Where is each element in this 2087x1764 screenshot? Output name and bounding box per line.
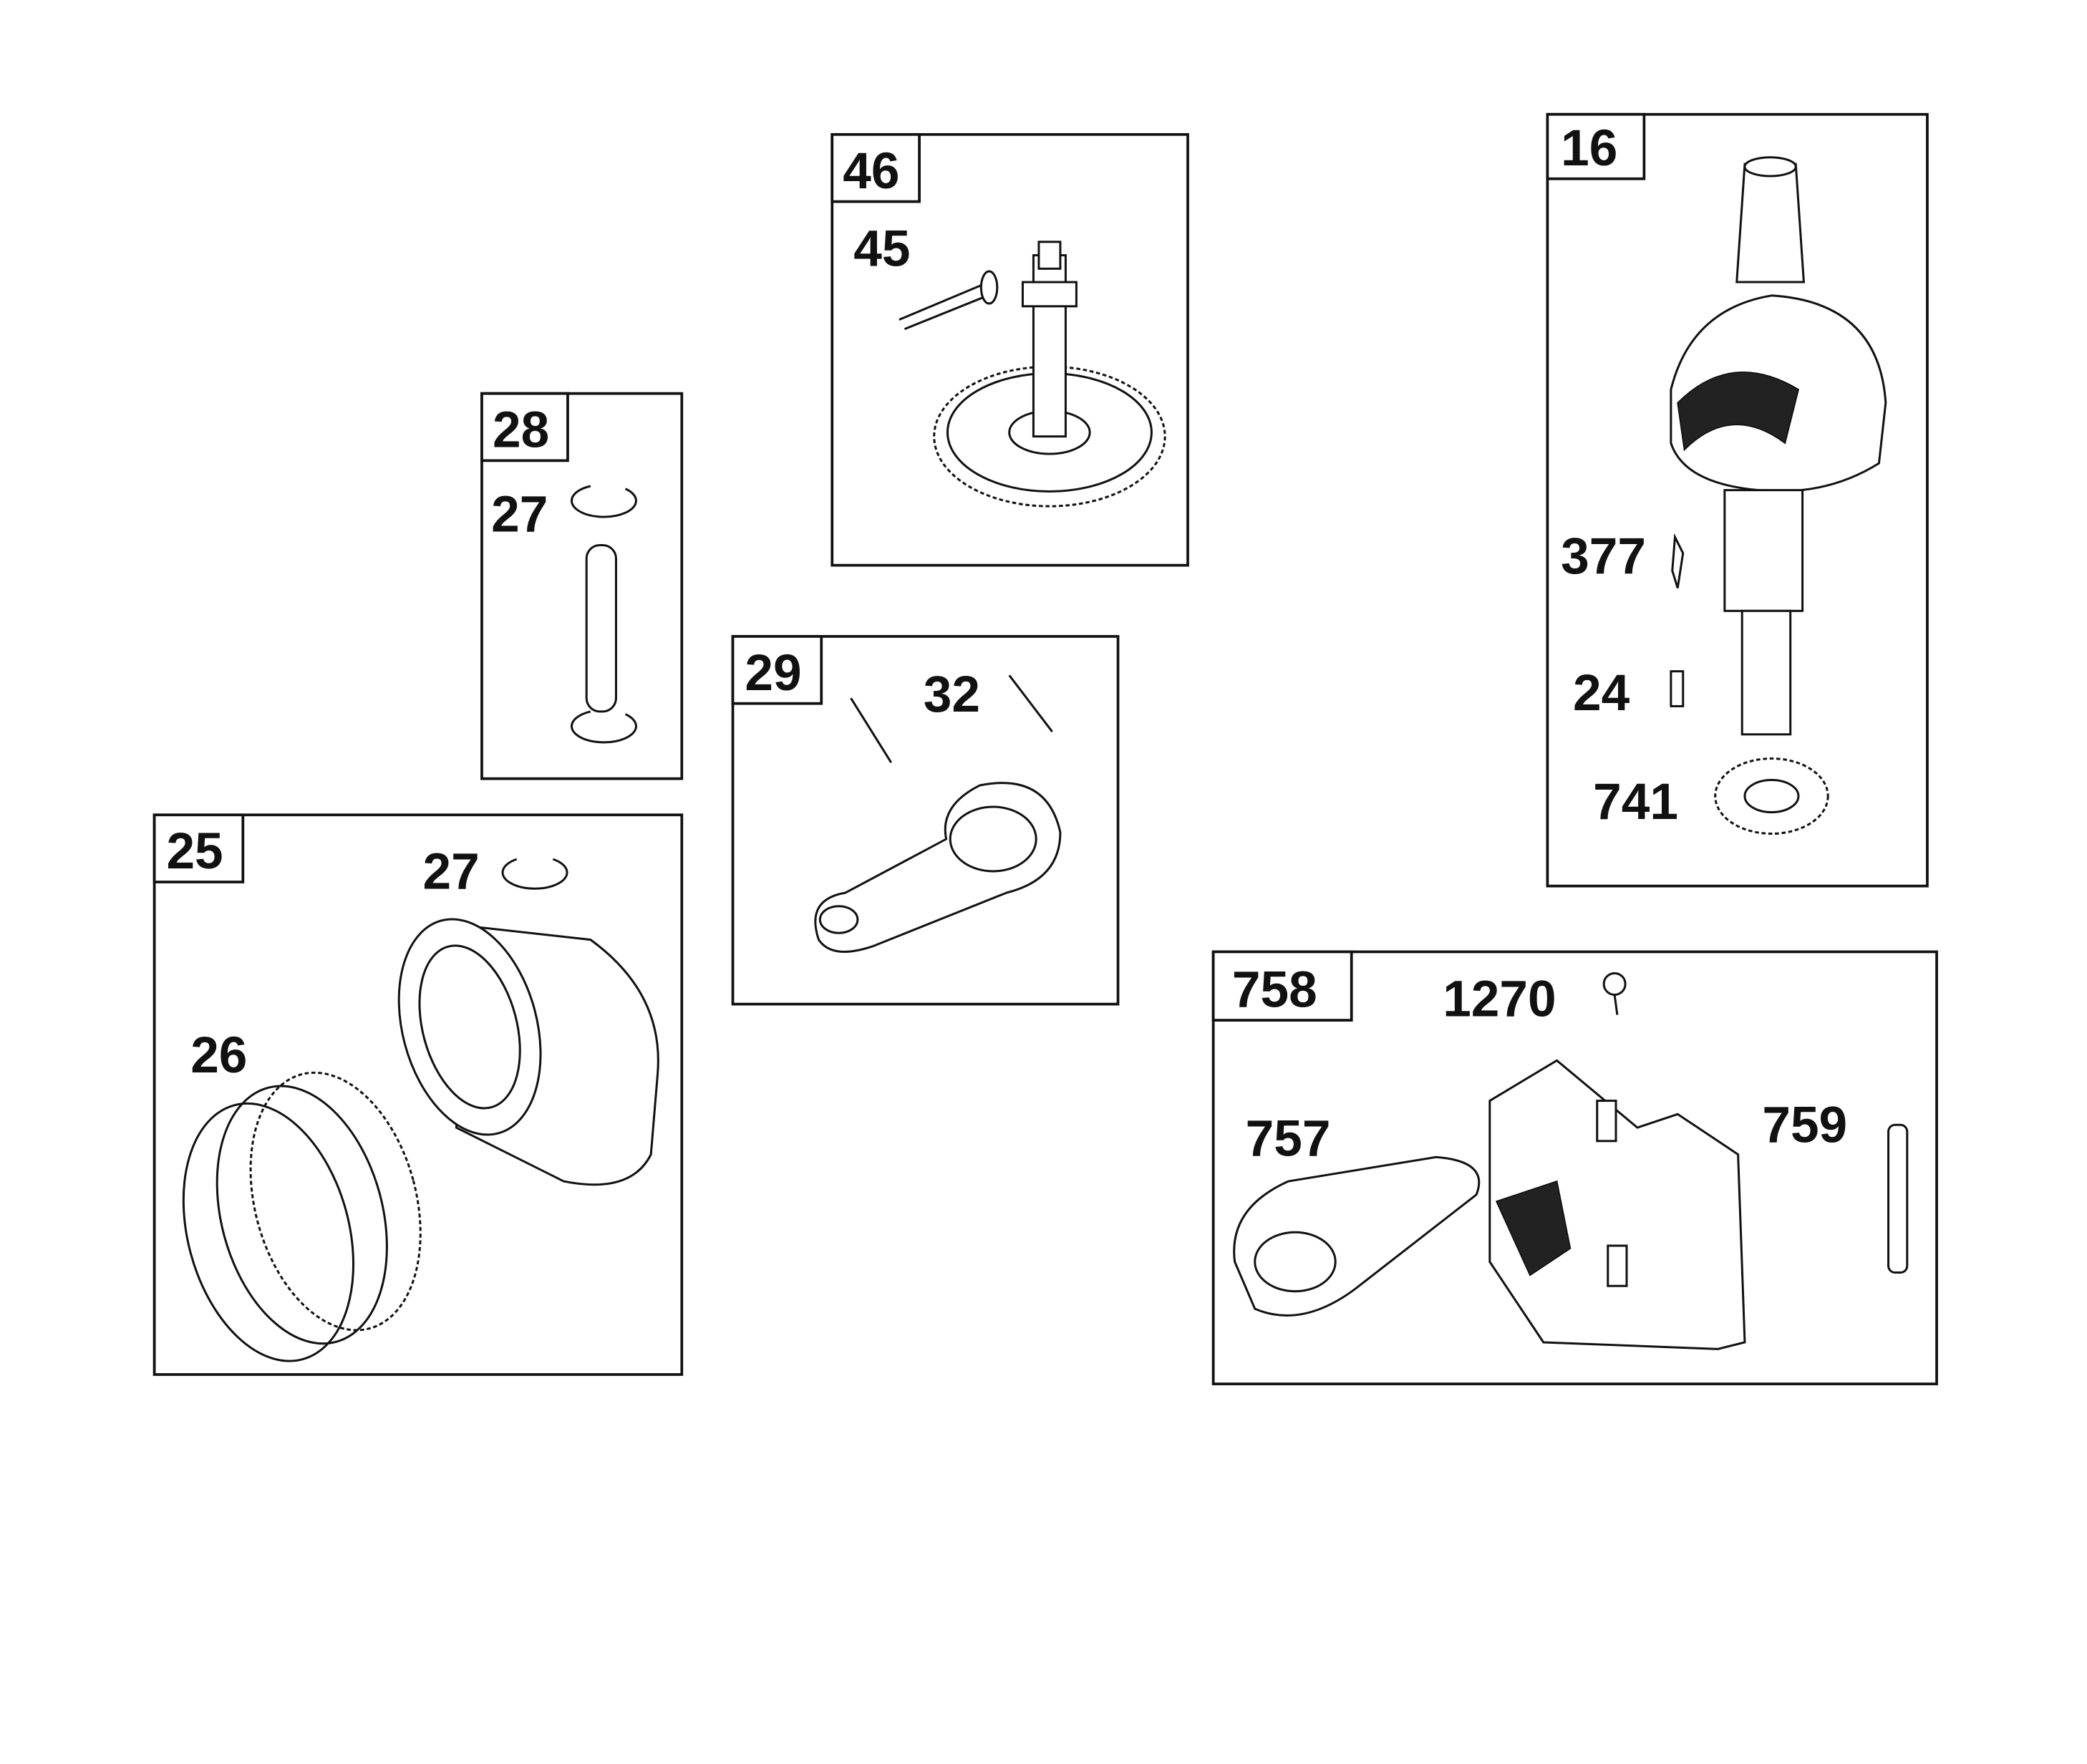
part-759-pin [1887, 1123, 1909, 1274]
kit-29[interactable]: 29 32 [731, 635, 1120, 1006]
part-32-label: 32 [924, 667, 980, 723]
retaining-ring-top [571, 485, 637, 518]
part-24-label: 24 [1573, 665, 1630, 722]
balancer-housing-drawing [1488, 1059, 1746, 1350]
part-26-label: 26 [190, 1027, 247, 1084]
part-759-label: 759 [1762, 1097, 1847, 1154]
kit-29-frame [731, 635, 1120, 1006]
kit-28-label: 28 [493, 402, 549, 459]
kit-16[interactable]: 16 377 24 741 [1546, 112, 1929, 888]
part-45-label: 45 [853, 221, 910, 278]
kit-28-tag [480, 392, 569, 462]
part-377-label: 377 [1561, 528, 1646, 585]
kit-28[interactable]: 28 27 [480, 392, 684, 780]
kit-29-label: 29 [745, 645, 801, 702]
kit-25-frame [152, 813, 684, 1376]
kit-16-tag [1546, 112, 1646, 180]
part-1270-label: 1270 [1443, 971, 1556, 1027]
kit-758[interactable]: 758 1270 757 759 [1211, 950, 1938, 1385]
kit-29-tag [731, 635, 823, 705]
crankshaft-drawing [1670, 156, 1887, 736]
camshaft-gear-drawing [933, 241, 1166, 508]
kit-16-frame [1546, 112, 1929, 888]
part-27-label: 27 [491, 487, 548, 543]
kit-25[interactable]: 25 27 26 [152, 813, 684, 1380]
part-24-key [1670, 670, 1685, 707]
kit-25-tag [152, 813, 245, 883]
part-377-key [1671, 533, 1685, 588]
part-757-label: 757 [1246, 1110, 1331, 1167]
piston-rings-drawing [182, 1071, 422, 1362]
kit-46[interactable]: 46 45 [831, 132, 1189, 567]
part-741-gear [1714, 757, 1829, 835]
part-757-balancer-weight [1233, 1155, 1481, 1317]
part-45-pin [899, 270, 999, 331]
kit-28-frame [480, 392, 684, 780]
part-27-label-2: 27 [422, 843, 479, 900]
kit-46-tag [831, 132, 921, 203]
kit-758-label: 758 [1232, 961, 1317, 1018]
retaining-ring [501, 858, 568, 890]
piston-drawing [397, 918, 659, 1186]
part-1270-screw [1602, 971, 1627, 1015]
part-32-bolts [850, 674, 1053, 763]
kit-46-frame [831, 132, 1189, 567]
piston-pin-drawing [585, 543, 617, 713]
kit-16-label: 16 [1561, 120, 1617, 177]
retaining-ring-bottom [571, 710, 637, 744]
kit-758-tag [1211, 950, 1353, 1022]
connecting-rod-drawing [814, 782, 1062, 953]
part-741-label: 741 [1593, 774, 1678, 830]
kit-46-label: 46 [843, 143, 899, 200]
kit-758-frame [1211, 950, 1938, 1385]
kit-25-label: 25 [166, 823, 223, 880]
